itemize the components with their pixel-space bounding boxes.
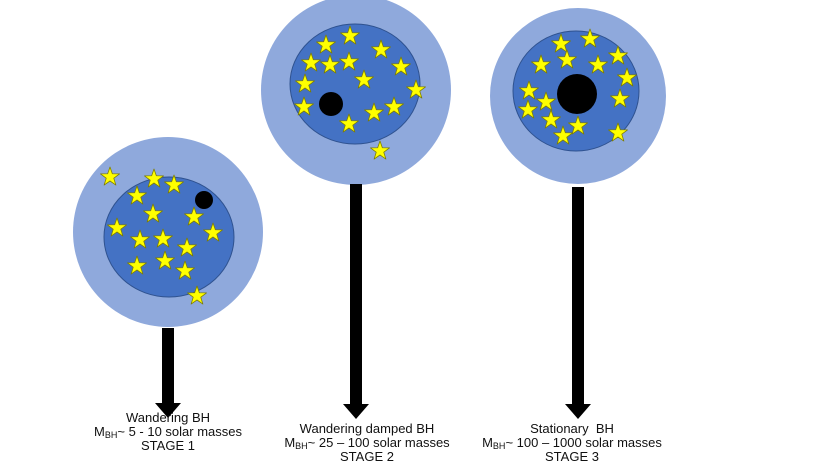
mass-symbol: M <box>482 435 493 450</box>
black-hole-icon <box>319 92 343 116</box>
stage-1-label: STAGE 1 <box>141 438 195 453</box>
mass-subscript: BH <box>104 430 118 440</box>
mass-subscript: BH <box>492 441 506 451</box>
stage-3-caption: Stationary BH MBH~ 100 – 1000 solar mass… <box>472 422 672 464</box>
stage-3-label: STAGE 3 <box>545 449 599 464</box>
mass-range: ~ 5 - 10 solar masses <box>117 424 242 439</box>
stage-2-name: Wandering damped BH <box>299 421 435 436</box>
down-arrow-icon <box>155 328 181 418</box>
stage-3-name: Stationary BH <box>530 421 614 436</box>
stage-2-core <box>289 23 421 145</box>
mass-symbol: M <box>94 424 105 439</box>
down-arrow-icon <box>343 184 369 419</box>
stage-3-diagram <box>490 8 666 419</box>
mass-symbol: M <box>284 435 296 450</box>
stage-2-caption: Wandering damped BH MBH~ 25 – 100 solar … <box>262 422 472 464</box>
stage-1-mass: MBH~ 5 - 10 solar masses <box>68 424 268 440</box>
stage-2-mass: MBH~ 25 – 100 solar masses <box>262 435 472 451</box>
stage-1-diagram <box>73 137 263 418</box>
black-hole-icon <box>195 191 213 209</box>
mass-range: ~ 100 – 1000 solar masses <box>505 435 662 450</box>
stage-2-diagram <box>261 0 451 419</box>
down-arrow-icon <box>565 187 591 419</box>
stage-3-mass: MBH~ 100 – 1000 solar masses <box>472 435 672 451</box>
mass-range: ~ 25 – 100 solar masses <box>307 435 450 450</box>
stage-1-caption: Wandering BH MBH~ 5 - 10 solar masses ST… <box>68 411 268 453</box>
stage-2-label: STAGE 2 <box>340 449 394 464</box>
mass-subscript: BH <box>295 441 308 451</box>
black-hole-icon <box>557 74 597 114</box>
stage-1-name: Wandering BH <box>125 410 211 425</box>
